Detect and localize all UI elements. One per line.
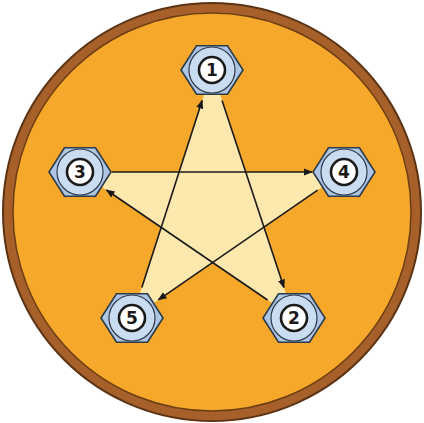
- tightening-arrow: [142, 100, 202, 287]
- tightening-arrow: [222, 100, 284, 287]
- sequence-number: 4: [311, 142, 377, 202]
- hex-nut: 5: [99, 288, 165, 348]
- flange-face: [13, 13, 411, 411]
- hex-nut: 2: [261, 288, 327, 348]
- flange-rim: [3, 3, 421, 421]
- sequence-number: 1: [179, 40, 245, 100]
- tightening-arrow: [158, 190, 317, 300]
- sequence-number: 2: [261, 288, 327, 348]
- star-pattern: [80, 70, 344, 318]
- hex-nut: 4: [311, 142, 377, 202]
- tightening-arrow: [112, 171, 312, 173]
- hex-nut: 3: [47, 142, 113, 202]
- tightening-arrow: [106, 190, 267, 300]
- sequence-number: 5: [99, 288, 165, 348]
- hex-nut: 1: [179, 40, 245, 100]
- sequence-number: 3: [47, 142, 113, 202]
